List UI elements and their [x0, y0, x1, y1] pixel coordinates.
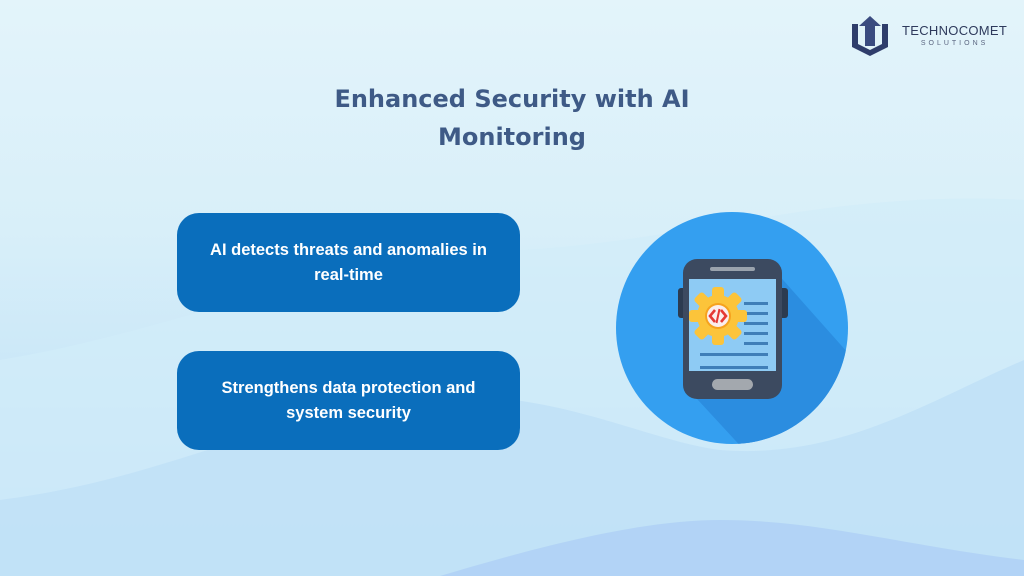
brand-subtitle: SOLUTIONS	[920, 40, 989, 47]
gear-icon	[689, 287, 747, 345]
brand-name: TECHNOCOMET	[902, 23, 1008, 38]
slide-title: Enhanced Security with AI Monitoring	[334, 85, 690, 152]
feature-card-data-protection: Strengthens data protection and system s…	[177, 351, 520, 450]
feature-card-text: AI detects threats and anomalies in real…	[210, 240, 487, 284]
brand-logo: TECHNOCOMET SOLUTIONS	[848, 14, 1007, 56]
feature-card-threat-detection: AI detects threats and anomalies in real…	[177, 213, 520, 312]
mobile-app-development-icon	[616, 212, 848, 444]
technocomet-logo-icon	[852, 16, 888, 56]
feature-card-text: Strengthens data protection and system s…	[221, 378, 476, 422]
